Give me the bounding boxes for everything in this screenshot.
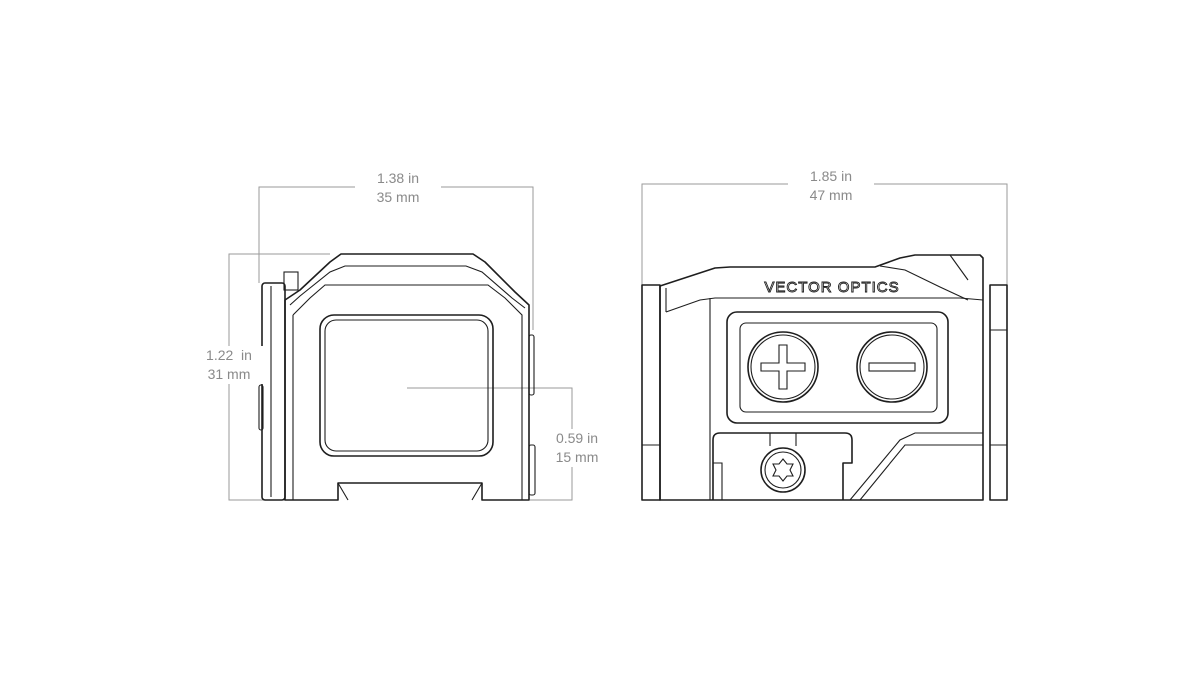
torx-screw-icon [772,458,794,482]
length-in: 1.85 in [809,168,853,184]
height-in: 1.22 in [206,347,252,363]
width-in: 1.38 in [376,170,420,186]
minus-icon [868,362,916,372]
brand-logo: VECTOR OPTICS [764,279,899,296]
axis-height-in: 0.59 in [555,430,599,446]
axis-height-dimension-label: 0.59 in 15 mm [538,429,616,467]
height-dimension-label: 1.22 in 31 mm [190,346,268,384]
front-dimension-lines [228,186,573,501]
length-mm: 47 mm [809,187,853,203]
width-dimension-label: 1.38 in 35 mm [355,169,441,207]
width-mm: 35 mm [376,189,420,205]
axis-height-mm: 15 mm [555,449,599,465]
side-view-sight: VECTOR OPTICS [641,254,1008,501]
front-view-sight [258,253,536,501]
plus-icon [760,344,806,390]
length-dimension-label: 1.85 in 47 mm [788,167,874,205]
height-mm: 31 mm [207,366,251,382]
